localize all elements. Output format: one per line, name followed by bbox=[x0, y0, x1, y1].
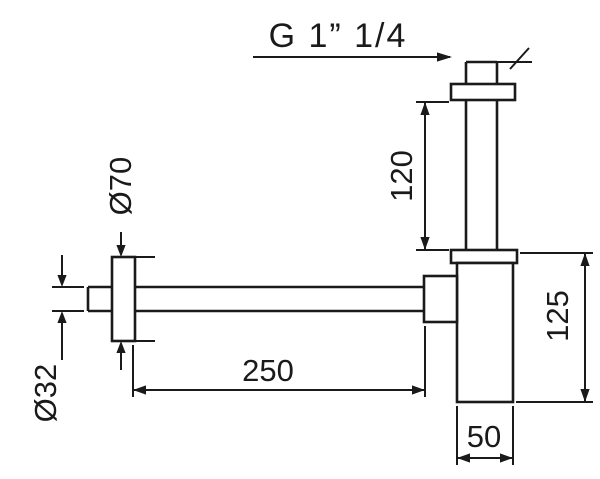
flange-dim-upper-arrow-icon bbox=[116, 245, 126, 257]
outlet-length-label: 250 bbox=[242, 353, 294, 388]
thread-slash-tick bbox=[509, 47, 530, 70]
flange-dim-lower-arrow-icon bbox=[116, 341, 126, 353]
pipe-dim-lower-arrow-icon bbox=[57, 311, 67, 323]
cup-collar bbox=[449, 248, 519, 265]
cup-width-right-arrow-icon bbox=[500, 453, 513, 463]
cup-width-label: 50 bbox=[467, 419, 501, 454]
outlet-length-right-arrow-icon bbox=[412, 385, 425, 395]
thread-leader-arrow-icon bbox=[437, 52, 452, 62]
inlet-height-top-arrow-icon bbox=[420, 102, 430, 115]
thread-size-label: G 1” 1/4 bbox=[269, 17, 408, 55]
wall-flange bbox=[110, 255, 137, 343]
inlet-thread-stub bbox=[464, 60, 499, 84]
trap-cup-body bbox=[455, 261, 515, 404]
cup-height-top-arrow-icon bbox=[580, 253, 590, 266]
pipe-dim-upper-arrow-icon bbox=[57, 275, 67, 287]
outlet-nut bbox=[422, 274, 459, 324]
outlet-length-left-arrow-icon bbox=[133, 385, 146, 395]
inlet-nut bbox=[449, 82, 517, 102]
cup-width-left-arrow-icon bbox=[457, 453, 470, 463]
flange-diameter-label: Ø70 bbox=[103, 157, 138, 216]
pipe-dim-extension-lines bbox=[52, 286, 84, 312]
inlet-height-bottom-arrow-icon bbox=[420, 237, 430, 250]
inlet-height-label: 120 bbox=[384, 150, 419, 202]
cup-height-label: 125 bbox=[540, 290, 575, 342]
cup-height-bottom-arrow-icon bbox=[580, 389, 590, 402]
pipe-diameter-label: Ø32 bbox=[28, 364, 63, 423]
